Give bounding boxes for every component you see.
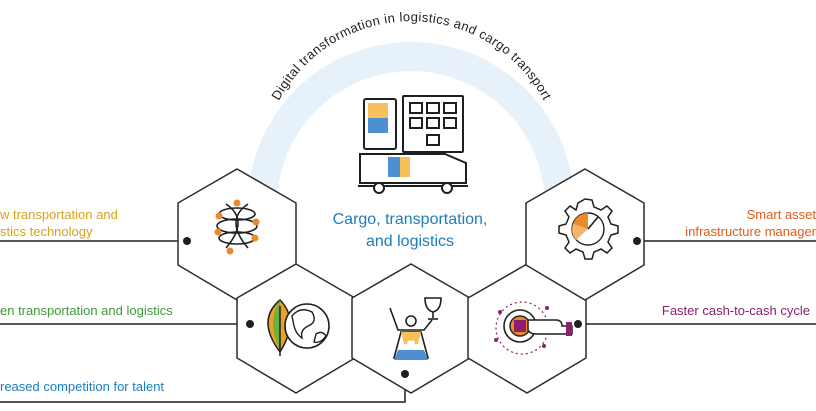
- label-cash: Faster cash-to-cash cycle: [661, 303, 810, 318]
- trophy-person-icon: [389, 297, 442, 360]
- label-smart-line1: Smart asset: [746, 207, 816, 222]
- leaf-globe-icon: [267, 298, 330, 356]
- label-talent: reased competition for talent: [0, 379, 165, 394]
- label-new-tech: w transportation and stics technology: [0, 206, 118, 240]
- dot-new-tech: [183, 237, 191, 245]
- label-smart: Smart asset infrastructure manager: [685, 206, 816, 240]
- cargo-truck-icon: [358, 95, 468, 194]
- dot-talent: [401, 370, 409, 378]
- hex-talent: [351, 263, 471, 394]
- dot-smart: [633, 237, 641, 245]
- gyroscope-icon: [214, 199, 260, 255]
- label-smart-line2: infrastructure manager: [685, 224, 816, 239]
- dot-green: [246, 320, 254, 328]
- hand-coin-icon: [494, 301, 573, 355]
- dot-cash: [574, 320, 582, 328]
- label-new-tech-line2: stics technology: [0, 224, 93, 239]
- label-green: en transportation and logistics: [0, 303, 173, 318]
- label-new-tech-line1: w transportation and: [0, 207, 118, 222]
- center-title-line2: and logistics: [365, 233, 455, 250]
- gear-gauge-icon: [558, 198, 619, 260]
- center-title-line1: Cargo, transportation,: [332, 211, 488, 228]
- arc-band: [248, 42, 574, 205]
- center-title: Cargo, transportation, and logistics: [300, 209, 520, 253]
